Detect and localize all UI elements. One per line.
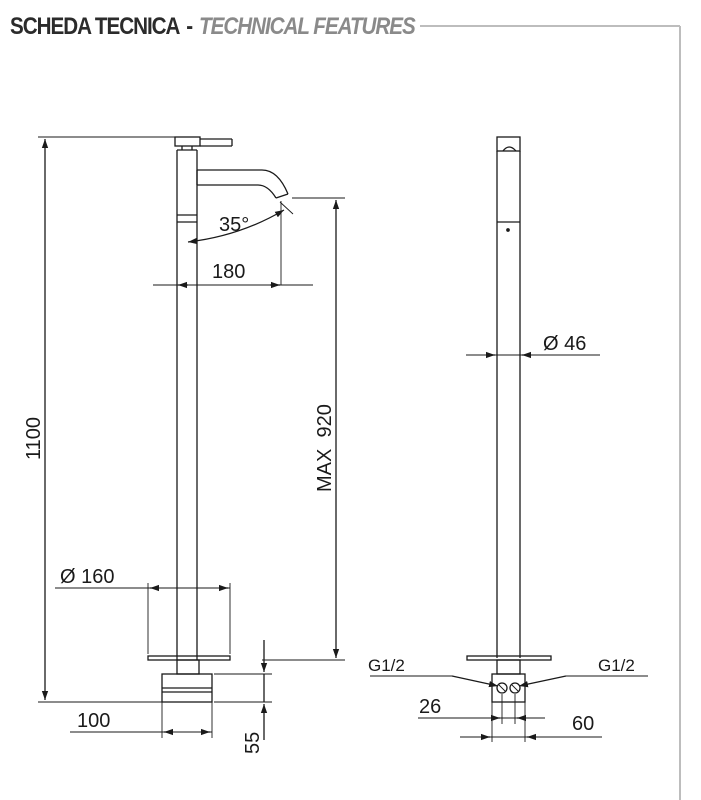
spout xyxy=(196,169,289,199)
label-connection-right: G1/2 xyxy=(598,656,635,675)
mixer-head xyxy=(174,136,233,150)
dim-angle xyxy=(187,201,294,285)
dim-base-diameter xyxy=(55,583,231,654)
label-pipe-diameter: Ø 46 xyxy=(543,333,586,355)
column xyxy=(176,149,198,660)
side-base xyxy=(466,655,552,703)
dim-total-height xyxy=(38,136,180,703)
label-total-height: 1100 xyxy=(23,417,45,460)
sheet-title: SCHEDA TECNICA xyxy=(10,13,180,40)
label-base-offset: 100 xyxy=(77,710,110,732)
dim-base-width xyxy=(460,702,602,742)
side-view xyxy=(370,136,648,742)
dim-base-height xyxy=(214,640,272,740)
label-base-diameter: Ø 160 xyxy=(60,566,114,588)
leader-connections xyxy=(370,675,648,688)
sheet-subtitle: TECHNICAL FEATURES xyxy=(199,13,416,40)
label-angle: 35° xyxy=(219,214,249,236)
front-view xyxy=(38,136,345,740)
title-separator: - xyxy=(186,13,193,40)
dim-connection-spacing xyxy=(418,694,545,724)
sheet-header: SCHEDA TECNICA - TECHNICAL FEATURES xyxy=(10,10,416,44)
label-connection-left: G1/2 xyxy=(368,656,405,675)
label-connection-spacing: 26 xyxy=(419,696,441,718)
label-base-height: 55 xyxy=(242,732,264,754)
dim-base-offset xyxy=(70,702,213,738)
base-plate xyxy=(147,655,231,703)
side-column xyxy=(496,222,521,658)
label-spout-reach: 180 xyxy=(212,261,245,283)
side-head xyxy=(496,136,521,232)
label-base-width: 60 xyxy=(572,713,594,735)
frame-lines xyxy=(420,25,681,800)
dim-max-height xyxy=(262,197,345,661)
label-max-height: MAX 920 xyxy=(314,404,336,492)
